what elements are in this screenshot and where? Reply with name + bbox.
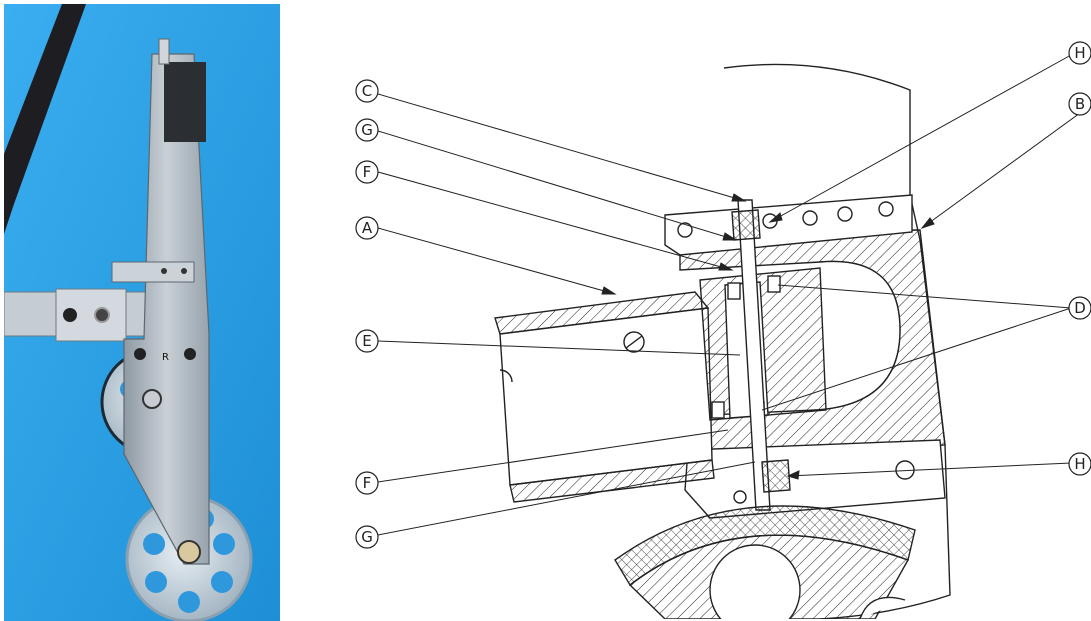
- svg-text:D: D: [1074, 299, 1086, 317]
- svg-text:C: C: [362, 82, 372, 100]
- svg-text:H: H: [1074, 455, 1085, 473]
- callout-A: A: [355, 216, 379, 240]
- plate-bolt: [184, 348, 196, 360]
- svg-text:F: F: [363, 163, 372, 181]
- bearing-D-bottom: [711, 401, 725, 419]
- svg-text:F: F: [363, 474, 372, 492]
- front-wheel-hole: [213, 533, 235, 555]
- cross-section-diagram: A B C D E F F G G H H: [355, 41, 1091, 619]
- svg-text:B: B: [1075, 95, 1085, 113]
- bracket-marking: R: [162, 352, 169, 363]
- leader-lines: [377, 54, 1091, 536]
- callout-H-lower: H: [1068, 452, 1091, 476]
- lower-plate: [684, 439, 946, 519]
- top-pin: [158, 38, 170, 65]
- svg-text:G: G: [361, 121, 373, 139]
- front-wheel-hole: [211, 571, 233, 593]
- plate-bolt: [134, 348, 146, 360]
- carbon-tube: [4, 4, 86, 234]
- tube-A: [494, 291, 715, 503]
- arm-bolt-2: [94, 307, 110, 323]
- upper-block: [164, 62, 206, 142]
- bearing-D-top-2: [767, 275, 781, 293]
- axle-nut: [142, 389, 162, 409]
- bearing-D-top: [727, 282, 741, 300]
- callout-F-upper: F: [355, 160, 379, 184]
- svg-text:E: E: [362, 332, 371, 350]
- clamp-bar: [111, 261, 195, 283]
- callout-C: C: [355, 79, 379, 103]
- arm-block: [55, 288, 127, 342]
- front-wheel-hole: [178, 591, 200, 613]
- front-wheel-hole: [145, 571, 167, 593]
- callout-B: B: [1068, 92, 1091, 116]
- callout-D: D: [1068, 296, 1091, 320]
- arm-bolt-1: [63, 308, 77, 322]
- front-axle: [177, 540, 201, 564]
- callout-G-lower: G: [355, 525, 379, 549]
- svg-text:A: A: [362, 219, 373, 237]
- callout-E: E: [355, 329, 379, 353]
- wheel-section: [614, 505, 916, 619]
- callout-H-upper: H: [1068, 41, 1091, 65]
- callout-F-lower: F: [355, 471, 379, 495]
- front-wheel-hole: [143, 533, 165, 555]
- vertical-plate: [123, 53, 210, 565]
- clamp-bolt: [181, 268, 187, 274]
- bracket-photo: R: [4, 4, 280, 621]
- callout-G-upper: G: [355, 118, 379, 142]
- clamp-bolt: [161, 268, 167, 274]
- svg-text:G: G: [361, 528, 373, 546]
- svg-text:H: H: [1074, 44, 1085, 62]
